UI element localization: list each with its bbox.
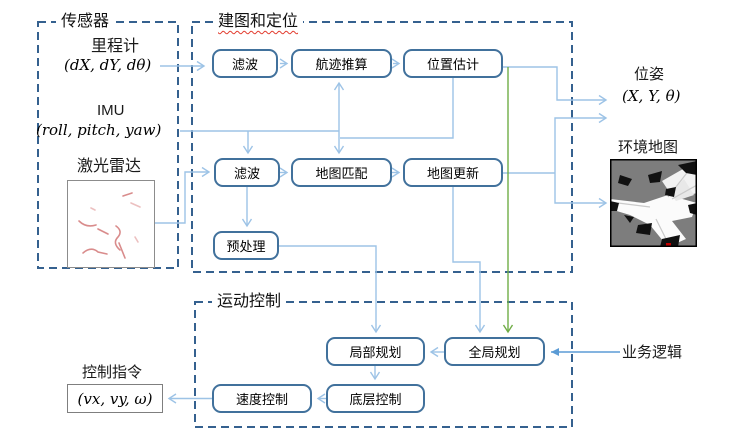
- motion-frame: [194, 301, 573, 428]
- pose-output-label: 位姿: [634, 66, 665, 83]
- environment-map-image: [610, 159, 697, 247]
- motion-frame-label: 运动控制: [212, 292, 287, 312]
- node-pose-estimation-label: 位置估计: [426, 57, 479, 72]
- arrow-mapupdate-to-globalplanner: [452, 187, 486, 334]
- business-logic-label: 业务逻辑: [622, 344, 683, 361]
- node-global-planner-label: 全局规划: [468, 345, 521, 360]
- lidar-label: 激光雷达: [77, 158, 142, 175]
- node-global-planner: 全局规划: [444, 337, 545, 366]
- imu-label: IMU: [97, 102, 125, 119]
- arrow-mapupdate-to-pose-output: [554, 112, 608, 173]
- node-speed-control: 速度控制: [212, 384, 312, 413]
- odometer-value: (dX, dY, dθ): [64, 56, 152, 74]
- node-low-level-control: 底层控制: [326, 384, 425, 413]
- arrow-mapupdate-to-map-output: [554, 173, 608, 209]
- node-filter-2: 滤波: [214, 158, 280, 187]
- control-command-value: (vx, vy, ω): [77, 389, 153, 408]
- node-local-planner-label: 局部规划: [349, 345, 402, 360]
- arrows-light: [155, 58, 608, 404]
- node-filter-2-label: 滤波: [233, 166, 260, 181]
- lidar-scan-image: [67, 180, 155, 268]
- node-map-matching: 地图匹配: [291, 158, 392, 187]
- node-dead-reckoning-label: 航迹推算: [315, 57, 368, 72]
- environment-map-label: 环境地图: [618, 139, 679, 156]
- sensors-frame-label: 传感器: [56, 12, 115, 32]
- mapping-frame: [191, 21, 573, 273]
- node-dead-reckoning: 航迹推算: [291, 49, 392, 78]
- node-preprocess-label: 预处理: [226, 239, 266, 254]
- node-map-update: 地图更新: [403, 158, 503, 187]
- arrow-lidar-to-filter2: [155, 166, 211, 224]
- control-command-box: (vx, vy, ω): [67, 384, 163, 413]
- pose-output-value: (X, Y, θ): [622, 87, 681, 105]
- node-speed-control-label: 速度控制: [235, 392, 288, 407]
- node-local-planner: 局部规划: [326, 337, 425, 366]
- arrow-preprocess-to-localplanner: [279, 245, 382, 334]
- arrow-poseestimation-to-pose-output: [503, 66, 608, 106]
- node-filter-1-label: 滤波: [231, 57, 258, 72]
- node-low-level-control-label: 底层控制: [349, 392, 402, 407]
- odometer-label: 里程计: [91, 38, 140, 55]
- node-map-update-label: 地图更新: [426, 166, 479, 181]
- control-command-label: 控制指令: [82, 364, 143, 381]
- mapping-frame-label: 建图和定位: [213, 12, 304, 32]
- node-preprocess: 预处理: [213, 231, 279, 260]
- line-poseestimation-feedback: [340, 78, 454, 139]
- imu-value: (roll, pitch, yaw): [36, 121, 162, 139]
- node-map-matching-label: 地图匹配: [315, 166, 368, 181]
- node-filter-1: 滤波: [212, 49, 278, 78]
- node-pose-estimation: 位置估计: [403, 49, 503, 78]
